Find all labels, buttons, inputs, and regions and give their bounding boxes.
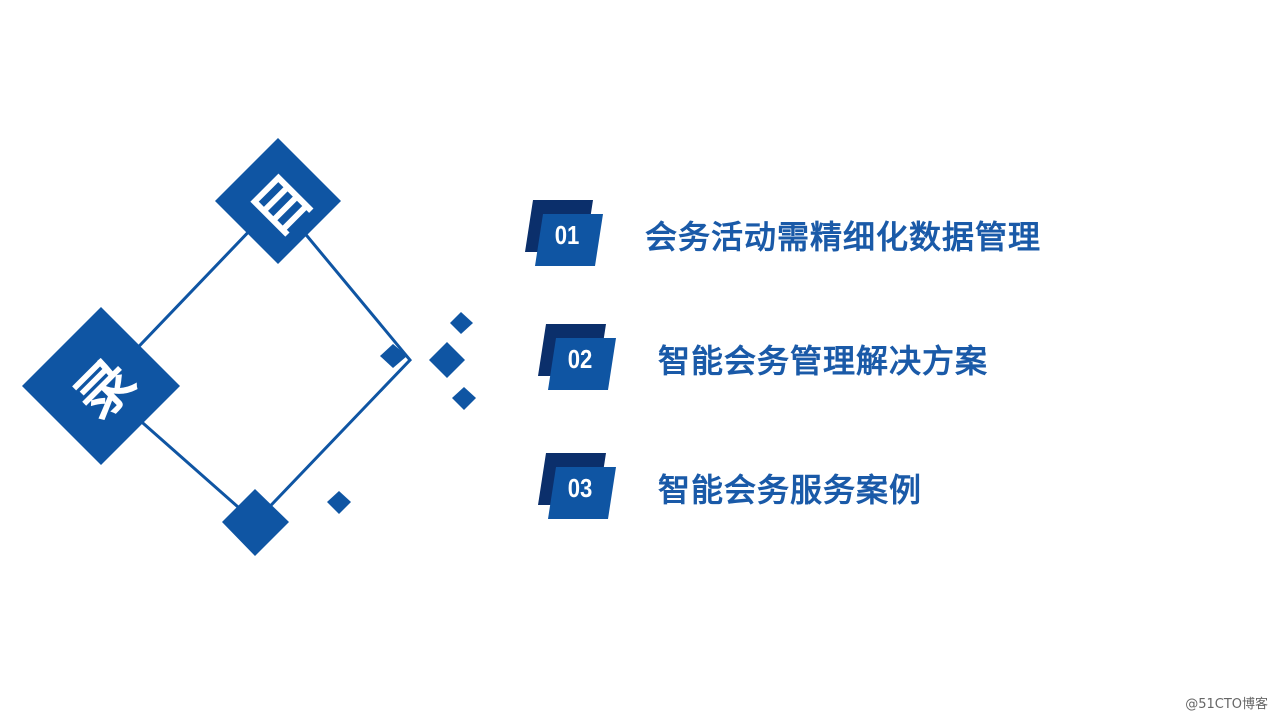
number-label: 02 (567, 343, 593, 374)
deco-diamond-1 (450, 312, 473, 334)
corner-small-diamond (380, 344, 407, 368)
deco-diamond-4 (327, 491, 351, 514)
watermark: @51CTO博客 (1185, 697, 1268, 712)
number-label: 03 (567, 472, 593, 503)
toc-item-title: 智能会务服务案例 (658, 471, 923, 509)
toc-item-title: 会务活动需精细化数据管理 (645, 218, 1042, 256)
number-badge: 03 (538, 453, 618, 523)
top-diamond (215, 138, 341, 264)
number-badge: 01 (525, 200, 605, 270)
number-badge: 02 (538, 324, 618, 394)
bottom-diamond (222, 489, 289, 556)
toc-item-title: 智能会务管理解决方案 (658, 342, 989, 380)
deco-diamond-2 (429, 342, 465, 378)
number-label: 01 (554, 219, 580, 250)
deco-diamond-3 (452, 387, 476, 410)
left-diamond (22, 307, 180, 465)
